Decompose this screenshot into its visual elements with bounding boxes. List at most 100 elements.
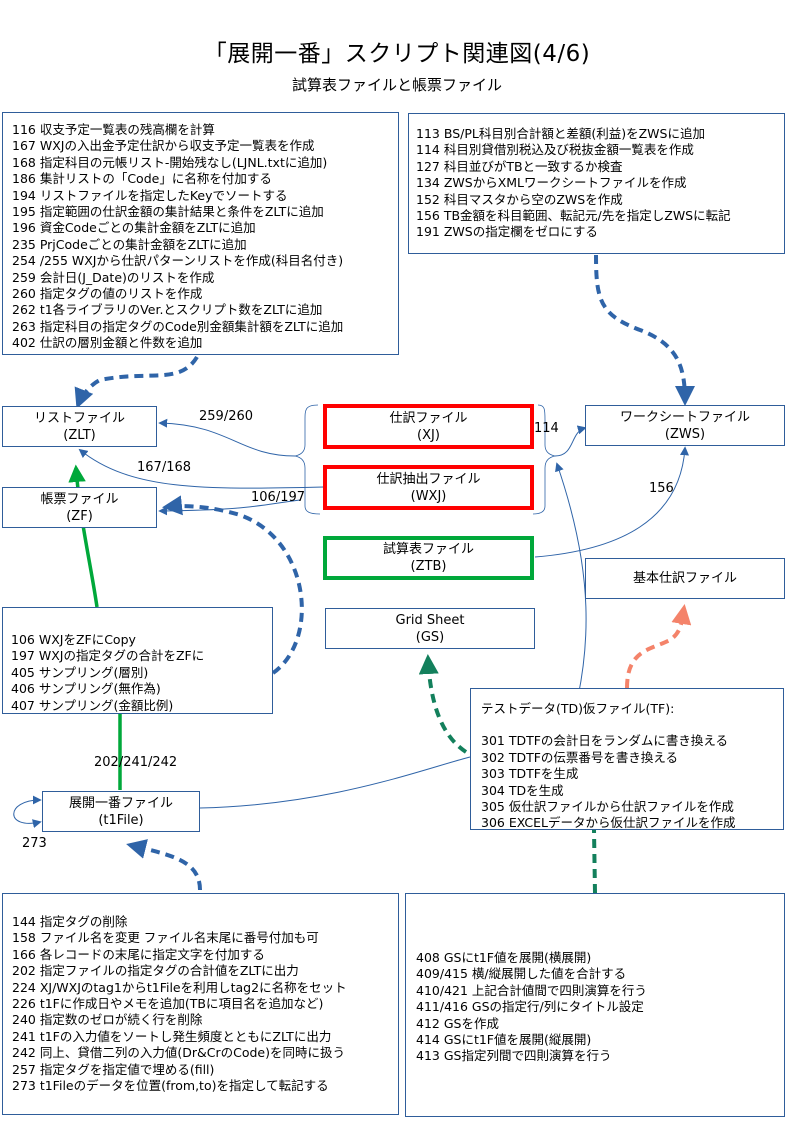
node-name: 展開一番ファイル — [68, 795, 173, 811]
script-item: 254 /255 WXJから仕訳パターンリストを作成(科目名付き) — [12, 253, 344, 269]
script-item: 168 指定科目の元帳リスト-開始残なし(LJNL.txtに追加) — [12, 154, 328, 170]
node-worksheet-file-zws[interactable]: ワークシートファイル (ZWS) — [585, 405, 785, 446]
script-item: 414 GSにt1F値を展開(縦展開) — [416, 1032, 592, 1048]
script-item: 405 サンプリング(層別) — [11, 664, 149, 680]
script-item: 186 集計リストの「Code」に名称を付加する — [12, 171, 272, 187]
tf-scripts-box: テストデータ(TD)仮ファイル(TF): 301 TDTFの会計日をランダムに書… — [470, 688, 784, 830]
t1-scripts-box: 144 指定タグの削除 158 ファイル名を変更 ファイル名末尾に番号付加も可 … — [2, 893, 399, 1115]
script-item: 407 サンプリング(金額比例) — [11, 697, 174, 713]
script-item: 224 XJ/WXJのtag1からt1Fileを利用しtag2に名称をセット — [12, 979, 347, 995]
node-code: (XJ) — [417, 427, 440, 443]
script-item: 166 各レコードの末尾に指定文字を付加する — [12, 946, 265, 962]
script-item: 113 BS/PL科目別合計額と差額(利益)をZWSに追加 — [416, 126, 705, 141]
script-item: 197 WXJの指定タグの合計をZFに — [11, 648, 205, 664]
edge-label-wxj-to-zf: 106/197 — [251, 490, 306, 505]
page-title: 「展開一番」スクリプト関連図(4/6) — [203, 41, 591, 67]
script-item: 402 仕訳の層別金額と件数を追加 — [12, 335, 203, 351]
gs-scripts-list: 408 GSにt1F値を展開(横展開) 409/415 横/縦展開した値を合計す… — [416, 950, 647, 1065]
edge-label-xj-to-zws: 114 — [534, 421, 559, 436]
node-code: (ZTB) — [410, 559, 447, 574]
node-trial-balance-file-ztb[interactable]: 試算表ファイル (ZTB) — [323, 536, 534, 580]
connector-t1-self — [13, 795, 42, 828]
script-item: 127 科目並びがTBと一致するか検査 — [416, 158, 623, 174]
script-item: 260 指定タグの値のリストを作成 — [12, 286, 203, 302]
zlt-scripts-list: 116 収支予定一覧表の残高欄を計算 167 WXJの入出金予定仕訳から収支予定… — [12, 122, 343, 352]
script-item: 408 GSにt1F値を展開(横展開) — [416, 950, 592, 965]
connector-wxj-to-zlt — [78, 448, 325, 489]
node-code: (WXJ) — [410, 488, 447, 504]
edge-label-t1-self: 273 — [22, 836, 47, 851]
script-item: 116 収支予定一覧表の残高欄を計算 — [12, 122, 215, 137]
script-item: 301 TDTFの会計日をランダムに書き換える — [481, 733, 729, 749]
script-item: 240 指定数のゼロが続く行を削除 — [12, 1012, 203, 1028]
script-item: 241 t1Fの入力値をソートし発生頻度とともにZLTに出力 — [12, 1028, 332, 1044]
script-item: 242 同上、貸借二列の入力値(Dr&CrのCode)を同時に扱う — [12, 1045, 345, 1061]
node-name: Grid Sheet — [395, 612, 465, 628]
connector-gs-scripts-to-tf — [592, 829, 597, 894]
node-name: 仕訳抽出ファイル — [376, 471, 481, 487]
node-extract-file-wxj[interactable]: 仕訳抽出ファイル (WXJ) — [323, 465, 534, 510]
script-item: 134 ZWSからXMLワークシートファイルを作成 — [416, 175, 687, 191]
script-item: 305 仮仕訳ファイルから仕訳ファイルを作成 — [481, 799, 734, 815]
zlt-scripts-box: 116 収支予定一覧表の残高欄を計算 167 WXJの入出金予定仕訳から収支予定… — [2, 112, 399, 355]
script-item: 262 t1各ライブラリのVer.とスクリプト数をZLTに追加 — [12, 302, 323, 318]
script-item: 202 指定ファイルの指定タグの合計値をZLTに出力 — [12, 963, 299, 979]
script-item: 304 TDを生成 — [481, 782, 564, 798]
zws-scripts-list: 113 BS/PL科目別合計額と差額(利益)をZWSに追加 114 科目別貸借別… — [416, 126, 731, 241]
connector-xj-to-zlt — [158, 418, 296, 457]
gs-scripts-box: 408 GSにt1F値を展開(横展開) 409/415 横/縦展開した値を合計す… — [405, 893, 785, 1117]
connector-zws-scripts-to-zws — [594, 254, 695, 406]
connector-t1-scripts-to-t1 — [126, 839, 202, 891]
script-item: 303 TDTFを生成 — [481, 766, 579, 782]
node-name: 基本仕訳ファイル — [632, 571, 737, 586]
node-name: 試算表ファイル — [382, 542, 474, 557]
connector-xj-to-zws — [554, 425, 587, 457]
script-item: 158 ファイル名を変更 ファイル名末尾に番号付加も可 — [12, 930, 319, 946]
node-journal-file-xj[interactable]: 仕訳ファイル (XJ) — [323, 404, 534, 449]
connector-tf-to-gs — [418, 654, 468, 754]
tf-heading: テストデータ(TD)仮ファイル(TF): — [481, 701, 675, 716]
node-report-file-zf[interactable]: 帳票ファイル (ZF) — [2, 487, 157, 528]
zf-scripts-list: 106 WXJをZFにCopy 197 WXJの指定タグの合計をZFに 405 … — [11, 632, 204, 714]
node-name: 帳票ファイル — [40, 491, 119, 507]
script-item: 226 t1Fに作成日やメモを追加(TBに項目名を追加など) — [12, 996, 324, 1012]
edge-label-ztb-to-zws: 156 — [649, 481, 674, 496]
node-code: (ZF) — [66, 508, 93, 524]
node-grid-sheet-gs[interactable]: Grid Sheet (GS) — [325, 608, 535, 649]
script-item: 144 指定タグの削除 — [12, 914, 128, 929]
script-item: 167 WXJの入出金予定仕訳から収支予定一覧表を作成 — [12, 138, 315, 154]
zf-scripts-box: 106 WXJをZFにCopy 197 WXJの指定タグの合計をZFに 405 … — [2, 607, 273, 714]
script-item: 194 リストファイルを指定したKeyでソートする — [12, 187, 288, 203]
node-name: ワークシートファイル — [619, 409, 750, 425]
node-t1-file[interactable]: 展開一番ファイル (t1File) — [42, 791, 200, 832]
t1-scripts-list: 144 指定タグの削除 158 ファイル名を変更 ファイル名末尾に番号付加も可 … — [12, 914, 347, 1094]
script-item: 302 TDTFの伝票番号を書き換える — [481, 749, 679, 765]
script-item: 263 指定科目の指定タグのCode別金額集計額をZLTに追加 — [12, 318, 344, 334]
script-item: 196 資金Codeごとの集計金額をZLTに追加 — [12, 220, 256, 236]
edge-label-xj-to-zlt: 259/260 — [199, 409, 254, 424]
tf-scripts-list: テストデータ(TD)仮ファイル(TF): 301 TDTFの会計日をランダムに書… — [481, 701, 735, 832]
script-item: 114 科目別貸借別税込及び税抜金額一覧表を作成 — [416, 142, 694, 158]
zws-scripts-box: 113 BS/PL科目別合計額と差額(利益)をZWSに追加 114 科目別貸借別… — [408, 113, 785, 254]
node-name: 仕訳ファイル — [389, 410, 468, 426]
script-item: 413 GS指定列間で四則演算を行う — [416, 1048, 612, 1064]
connector-ztb-to-zws — [534, 446, 689, 558]
script-item: 410/421 上記合計値間で四則演算を行う — [416, 982, 647, 998]
script-item: 257 指定タグを指定値で埋める(fill) — [12, 1061, 215, 1077]
node-code: (ZLT) — [63, 427, 96, 443]
edge-label-wxj-to-zlt: 167/168 — [137, 460, 192, 475]
script-item: 191 ZWSの指定欄をゼロにする — [416, 224, 598, 240]
node-name: リストファイル — [33, 410, 125, 426]
connector-tf-to-basic — [625, 604, 692, 689]
node-list-file-zlt[interactable]: リストファイル (ZLT) — [2, 406, 157, 447]
script-item: 195 指定範囲の仕訳金額の集計結果と条件をZLTに追加 — [12, 204, 324, 220]
script-item: 106 WXJをZFにCopy — [11, 632, 136, 647]
script-item: 273 t1Fileのデータを位置(from,to)を指定して転記する — [12, 1078, 329, 1094]
script-item: 306 EXCELデータから仮仕訳ファイルを作成 — [481, 815, 736, 831]
node-code: (t1File) — [98, 812, 144, 828]
node-code: (GS) — [415, 629, 445, 645]
script-item: 412 GSを作成 — [416, 1015, 499, 1031]
node-basic-journal-file[interactable]: 基本仕訳ファイル — [585, 558, 785, 599]
script-item: 411/416 GSの指定行/列にタイトル設定 — [416, 999, 644, 1015]
script-item: 259 会計日(J_Date)のリストを作成 — [12, 269, 215, 285]
